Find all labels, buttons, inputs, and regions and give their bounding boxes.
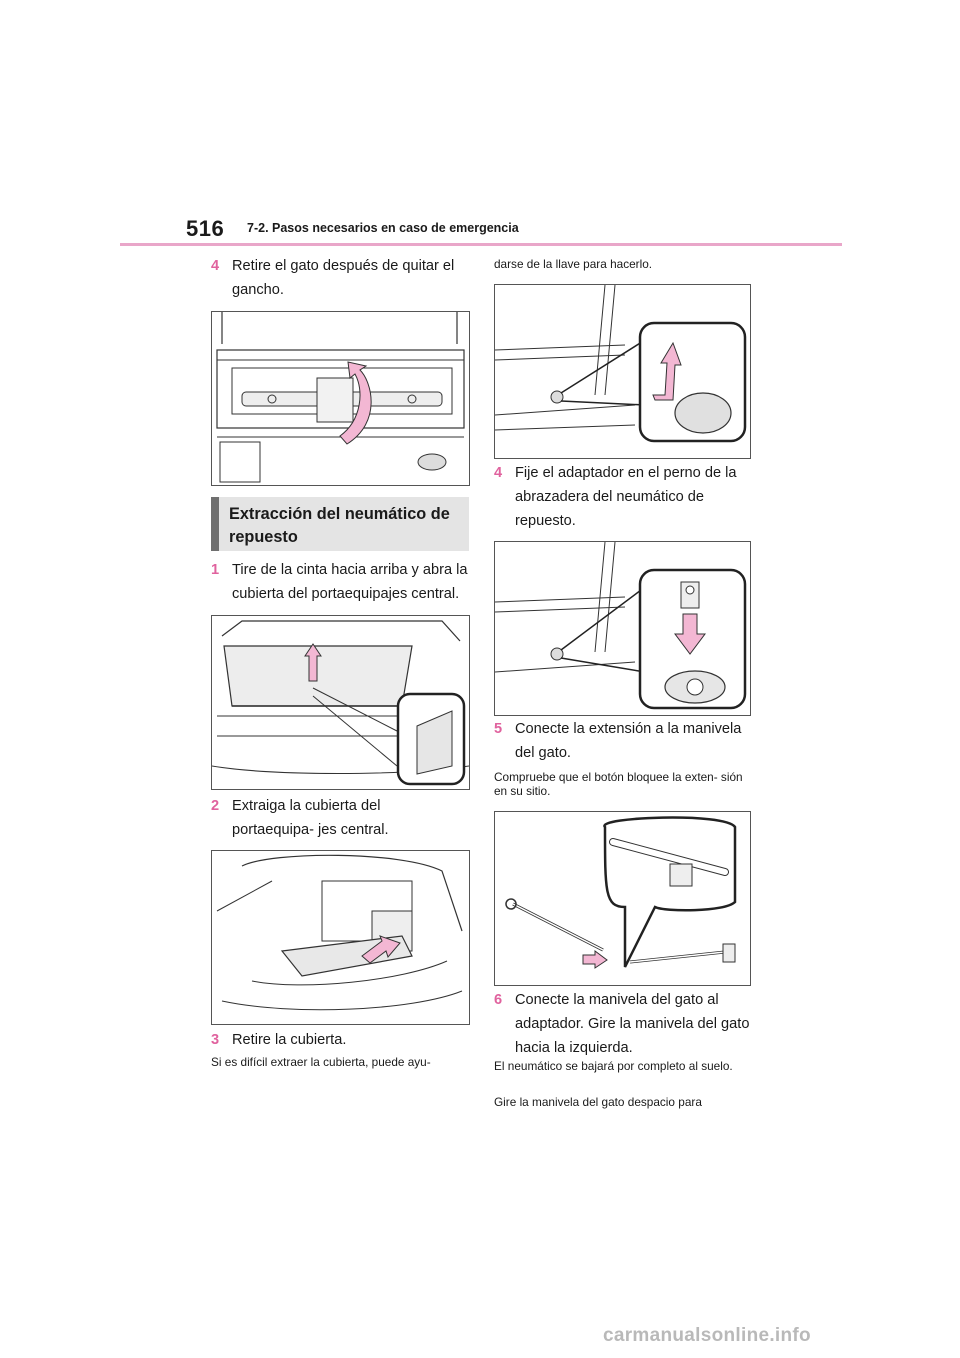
step-number: 5 <box>494 721 503 737</box>
step-text: Retire la cubierta. <box>232 1032 347 1048</box>
step-number: 6 <box>494 992 503 1008</box>
page-number: 516 <box>186 216 225 241</box>
figure-extract-cover <box>211 850 470 1025</box>
note-step3: Si es difícil extraer la cubierta, puede… <box>211 1055 431 1069</box>
figure-open-cover <box>211 615 470 790</box>
step-text: Tire de la cinta hacia arriba y abra la … <box>232 562 468 602</box>
step-number: 4 <box>211 258 220 274</box>
figure-wrench <box>494 284 751 459</box>
step-attach-adapter: 4 Fije el adaptador en el perno de la ab… <box>494 461 744 533</box>
figure-extension <box>494 811 751 986</box>
subhead-spare-tire: Extracción del neumático de repuesto <box>211 497 469 551</box>
step-connect-extension: 5 Conecte la extensión a la manivela del… <box>494 717 744 765</box>
header-rule <box>120 243 842 246</box>
step-remove-cover: 2 Extraiga la cubierta del portaequipa- … <box>211 794 461 842</box>
step-text: Extraiga la cubierta del portaequipa- je… <box>232 798 389 838</box>
note-step6b: Gire la manivela del gato despacio para <box>494 1095 702 1109</box>
step-text: Fije el adaptador en el perno de la abra… <box>515 465 737 529</box>
step-number: 4 <box>494 465 503 481</box>
step-remove-jack: 4 Retire el gato después de quitar el ga… <box>211 254 461 302</box>
subhead-text: Extracción del neumático de repuesto <box>229 505 450 546</box>
step-number: 1 <box>211 562 220 578</box>
note-step5: Compruebe que el botón bloquee la exten-… <box>494 770 743 798</box>
step-text: Retire el gato después de quitar el ganc… <box>232 258 455 298</box>
step-retire-cover: 3 Retire la cubierta. <box>211 1028 461 1052</box>
step-connect-handle: 6 Conecte la manivela del gato al adapta… <box>494 988 752 1060</box>
step-number: 2 <box>211 798 220 814</box>
step-text: Conecte la extensión a la manivela del g… <box>515 721 742 761</box>
section-title: 7-2. Pasos necesarios en caso de emergen… <box>247 221 519 235</box>
note-continue: darse de la llave para hacerlo. <box>494 257 653 271</box>
note-step6a: El neumático se bajará por completo al s… <box>494 1059 733 1073</box>
step-number: 3 <box>211 1032 220 1048</box>
figure-jack-removal <box>211 311 470 486</box>
step-open-cover: 1 Tire de la cinta hacia arriba y abra l… <box>211 558 473 606</box>
figure-adapter <box>494 541 751 716</box>
step-text: Conecte la manivela del gato al adaptado… <box>515 992 750 1056</box>
watermark: carmanualsonline.info <box>603 1325 811 1346</box>
